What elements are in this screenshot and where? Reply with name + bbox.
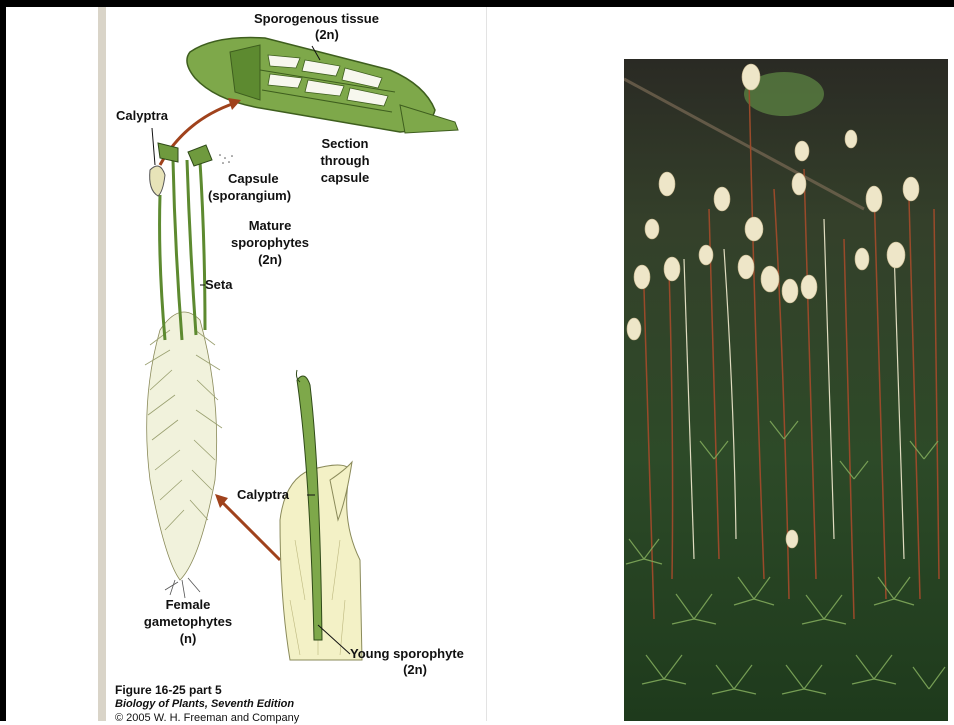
capsule-section-drawing: [187, 38, 458, 133]
label-mature: Mature: [225, 218, 315, 234]
label-sporophytes: sporophytes: [225, 235, 315, 251]
caption-copyright: © 2005 W. H. Freeman and Company: [115, 711, 299, 725]
young-sporophyte-drawing: [280, 370, 362, 660]
label-mature-ploidy: (2n): [225, 252, 315, 268]
moss-photo-art: [624, 59, 948, 721]
label-calyptra-bottom: Calyptra: [237, 487, 289, 503]
label-female: Female: [133, 597, 243, 613]
caption-book-title: Biology of Plants, Seventh Edition: [115, 697, 299, 711]
label-calyptra-top: Calyptra: [116, 108, 168, 124]
label-capsule-sporangium: Capsule: [228, 171, 279, 187]
label-seta: Seta: [205, 277, 232, 293]
caption-figure-number: Figure 16-25 part 5: [115, 683, 299, 697]
label-through: through: [315, 153, 375, 169]
label-gametophytes: gametophytes: [133, 614, 243, 630]
label-sporogenous-ploidy: (2n): [315, 27, 339, 43]
arrow-to-mature: [222, 502, 280, 560]
label-young-ploidy: (2n): [395, 662, 435, 678]
label-female-ploidy: (n): [133, 631, 243, 647]
label-young-sporophyte: Young sporophyte: [350, 646, 464, 662]
figure-caption: Figure 16-25 part 5 Biology of Plants, S…: [115, 683, 299, 725]
label-section: Section: [315, 136, 375, 152]
mature-plant-drawing: [145, 143, 233, 598]
moss-photograph: [624, 59, 948, 721]
label-sporangium: (sporangium): [208, 188, 291, 204]
label-sporogenous-tissue: Sporogenous tissue: [254, 11, 379, 27]
label-capsule: capsule: [315, 170, 375, 186]
